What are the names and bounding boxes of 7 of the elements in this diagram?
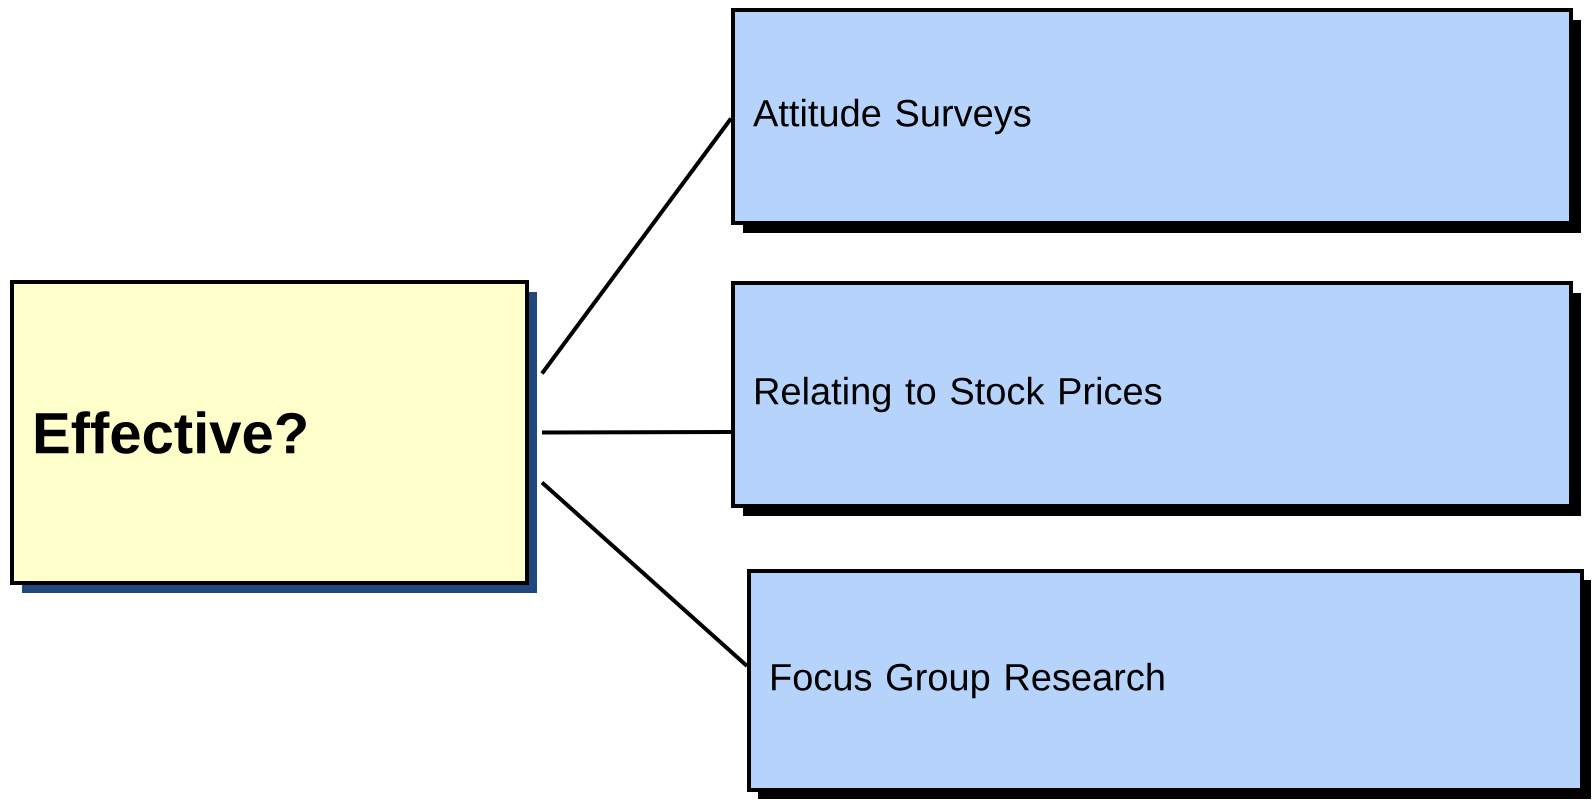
process-box: Effective? bbox=[10, 280, 537, 593]
connector-line bbox=[540, 117, 733, 375]
connector-line bbox=[540, 481, 749, 668]
process-box: Relating to Stock Prices bbox=[731, 281, 1581, 516]
connector-line bbox=[542, 430, 731, 435]
process-box: Focus Group Research bbox=[747, 569, 1591, 799]
process-box: Attitude Surveys bbox=[731, 8, 1581, 233]
